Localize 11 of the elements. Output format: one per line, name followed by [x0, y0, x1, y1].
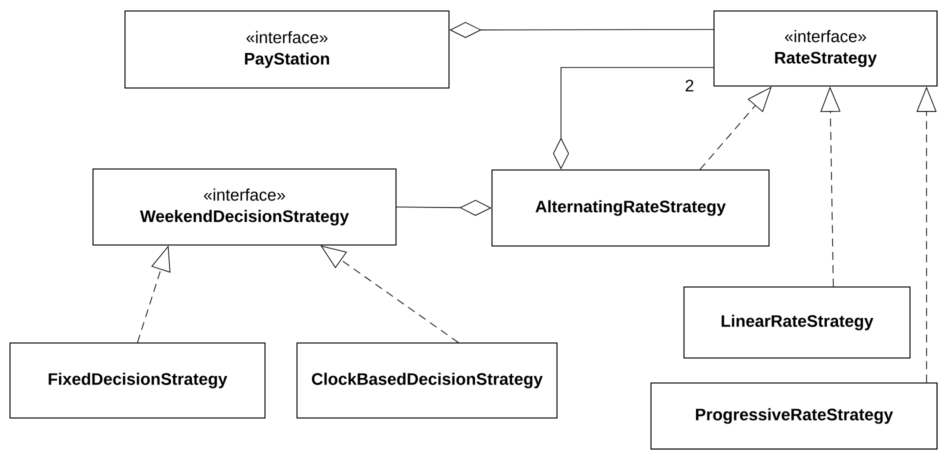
- multiplicity-label: 2: [686, 80, 694, 92]
- class-box: «interface» PayStation: [124, 10, 450, 88]
- class-box: ProgressiveRateStrategy: [650, 382, 938, 450]
- class-box: LinearRateStrategy: [684, 286, 910, 358]
- class-box: AlternatingRateStrategy: [492, 170, 770, 246]
- aggregation-line: [396, 200, 492, 216]
- class-box: «interface» RateStrategy: [714, 10, 938, 86]
- class-box: ClockBasedDecisionStrategy: [296, 342, 558, 418]
- aggregation-line: [553, 67, 714, 170]
- class-box: FixedDecisionStrategy: [10, 342, 266, 418]
- class-box: «interface» WeekendDecisionStrategy: [92, 168, 396, 246]
